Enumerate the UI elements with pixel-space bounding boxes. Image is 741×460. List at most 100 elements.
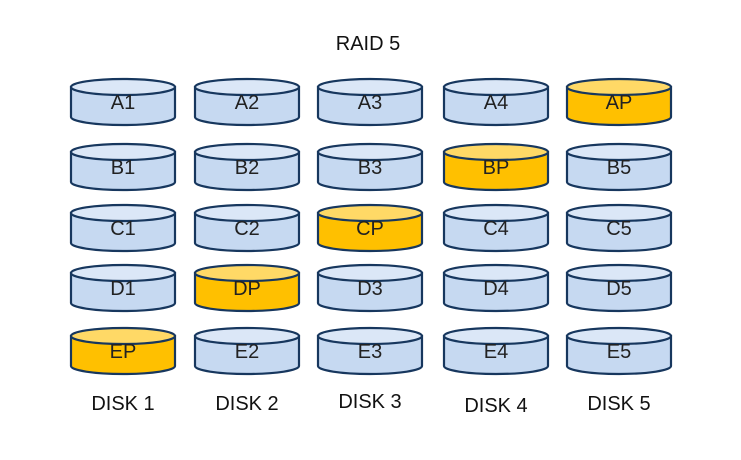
cylinder-top — [442, 142, 550, 162]
data-block: C1 — [69, 203, 177, 253]
cylinder-body — [565, 271, 673, 313]
block-label: B1 — [111, 157, 135, 179]
data-block: B2 — [193, 142, 301, 192]
cylinder-top — [565, 203, 673, 223]
block-label: A4 — [484, 92, 508, 114]
block-label: AP — [606, 92, 633, 114]
cylinder-body — [565, 334, 673, 376]
block-label: D5 — [606, 278, 632, 300]
block-label: D4 — [483, 278, 509, 300]
block-label: B5 — [607, 157, 631, 179]
cylinder-body — [316, 211, 424, 253]
disk-label: DISK 5 — [587, 393, 650, 415]
disk-label: DISK 4 — [464, 395, 527, 417]
data-block: B3 — [316, 142, 424, 192]
cylinder-top — [442, 263, 550, 283]
cylinder-body — [69, 334, 177, 376]
cylinder-body — [442, 150, 550, 192]
cylinder-body — [565, 150, 673, 192]
cylinder-body — [69, 150, 177, 192]
data-block: A2 — [193, 77, 301, 127]
block-label: A1 — [111, 92, 135, 114]
block-label: EP — [110, 341, 137, 363]
block-label: E4 — [484, 341, 508, 363]
cylinder-body — [193, 85, 301, 127]
block-label: C4 — [483, 218, 509, 240]
data-block: B1 — [69, 142, 177, 192]
cylinder-body — [442, 211, 550, 253]
disk-label: DISK 1 — [91, 393, 154, 415]
data-block: B5 — [565, 142, 673, 192]
cylinder-top — [193, 263, 301, 283]
data-block: C4 — [442, 203, 550, 253]
block-label: E3 — [358, 341, 382, 363]
data-block: D4 — [442, 263, 550, 313]
parity-block: EP — [69, 326, 177, 376]
block-label: B2 — [235, 157, 259, 179]
parity-block: AP — [565, 77, 673, 127]
cylinder-body — [565, 85, 673, 127]
block-label: C5 — [606, 218, 632, 240]
block-label: C2 — [234, 218, 260, 240]
cylinder-body — [565, 211, 673, 253]
cylinder-top — [193, 77, 301, 97]
data-block: E4 — [442, 326, 550, 376]
block-label: CP — [356, 218, 384, 240]
cylinder-body — [193, 334, 301, 376]
data-block: E3 — [316, 326, 424, 376]
disk-label: DISK 2 — [215, 393, 278, 415]
disk-label: DISK 3 — [338, 391, 401, 413]
data-block: A4 — [442, 77, 550, 127]
cylinder-top — [193, 142, 301, 162]
cylinder-body — [69, 85, 177, 127]
block-label: DP — [233, 278, 261, 300]
cylinder-top — [565, 142, 673, 162]
cylinder-top — [193, 326, 301, 346]
block-label: A3 — [358, 92, 382, 114]
block-label: B3 — [358, 157, 382, 179]
parity-block: CP — [316, 203, 424, 253]
cylinder-body — [69, 211, 177, 253]
data-block: C2 — [193, 203, 301, 253]
cylinder-body — [442, 271, 550, 313]
diagram-title: RAID 5 — [336, 33, 400, 55]
cylinder-body — [193, 150, 301, 192]
parity-block: DP — [193, 263, 301, 313]
cylinder-body — [442, 85, 550, 127]
block-label: BP — [483, 157, 510, 179]
cylinder-top — [565, 263, 673, 283]
cylinder-body — [316, 150, 424, 192]
block-label: E5 — [607, 341, 631, 363]
data-block: D1 — [69, 263, 177, 313]
cylinder-top — [316, 326, 424, 346]
cylinder-top — [565, 326, 673, 346]
cylinder-body — [316, 334, 424, 376]
block-label: D1 — [110, 278, 136, 300]
cylinder-top — [193, 203, 301, 223]
cylinder-top — [69, 326, 177, 346]
cylinder-body — [69, 271, 177, 313]
data-block: D3 — [316, 263, 424, 313]
cylinder-body — [193, 211, 301, 253]
data-block: A1 — [69, 77, 177, 127]
cylinder-top — [565, 77, 673, 97]
cylinder-top — [316, 142, 424, 162]
cylinder-top — [69, 142, 177, 162]
block-label: D3 — [357, 278, 383, 300]
cylinder-top — [316, 77, 424, 97]
cylinder-body — [316, 85, 424, 127]
data-block: E2 — [193, 326, 301, 376]
cylinder-top — [316, 263, 424, 283]
block-label: C1 — [110, 218, 136, 240]
data-block: A3 — [316, 77, 424, 127]
cylinder-top — [69, 77, 177, 97]
cylinder-body — [442, 334, 550, 376]
parity-block: BP — [442, 142, 550, 192]
cylinder-top — [442, 77, 550, 97]
cylinder-top — [442, 326, 550, 346]
